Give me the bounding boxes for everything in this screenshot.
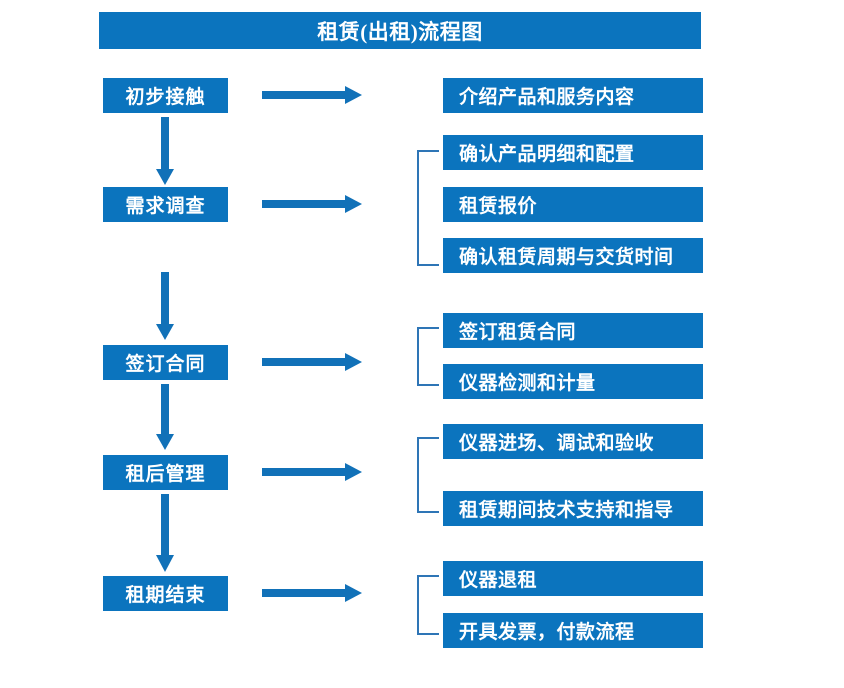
stage-node-1[interactable]: 初步接触: [103, 78, 228, 113]
stage-node-3[interactable]: 签订合同: [103, 345, 228, 380]
right-arrow-icon: [262, 84, 362, 106]
page-title: 租赁(出租)流程图: [99, 12, 701, 49]
stage-node-2[interactable]: 需求调查: [103, 187, 228, 222]
detail-box-label: 租赁报价: [459, 196, 538, 217]
stage-node-label: 初步接触: [125, 87, 206, 108]
down-arrow-icon: [154, 494, 176, 572]
detail-box-label: 签订租赁合同: [459, 322, 577, 343]
down-arrow-icon: [154, 117, 176, 185]
group-bracket-icon: [417, 150, 439, 266]
group-bracket-icon: [417, 327, 439, 386]
detail-box-1[interactable]: 介绍产品和服务内容: [443, 78, 703, 113]
detail-box-6[interactable]: 仪器检测和计量: [443, 364, 703, 399]
stage-node-4[interactable]: 租后管理: [103, 455, 228, 490]
group-bracket-icon: [417, 437, 439, 513]
stage-node-label: 签订合同: [125, 354, 206, 375]
down-arrow-icon: [154, 272, 176, 340]
detail-box-2[interactable]: 确认产品明细和配置: [443, 135, 703, 170]
right-arrow-icon: [262, 461, 362, 483]
group-bracket-icon: [417, 575, 439, 635]
detail-box-9[interactable]: 仪器退租: [443, 561, 703, 596]
right-arrow-icon: [262, 193, 362, 215]
detail-box-label: 仪器进场、调试和验收: [459, 433, 655, 454]
detail-box-label: 仪器退租: [459, 570, 538, 591]
detail-box-label: 确认产品明细和配置: [459, 144, 635, 165]
detail-box-5[interactable]: 签订租赁合同: [443, 313, 703, 348]
stage-node-label: 租期结束: [125, 585, 206, 606]
detail-box-label: 租赁期间技术支持和指导: [459, 500, 674, 521]
detail-box-10[interactable]: 开具发票，付款流程: [443, 613, 703, 648]
detail-box-8[interactable]: 租赁期间技术支持和指导: [443, 491, 703, 526]
detail-box-7[interactable]: 仪器进场、调试和验收: [443, 424, 703, 459]
right-arrow-icon: [262, 351, 362, 373]
stage-node-label: 需求调查: [125, 196, 206, 217]
stage-node-label: 租后管理: [125, 464, 206, 485]
detail-box-3[interactable]: 租赁报价: [443, 187, 703, 222]
down-arrow-icon: [154, 384, 176, 450]
detail-box-label: 开具发票，付款流程: [459, 622, 635, 643]
detail-box-label: 确认租赁周期与交货时间: [459, 247, 674, 268]
detail-box-label: 介绍产品和服务内容: [459, 87, 635, 108]
stage-node-5[interactable]: 租期结束: [103, 576, 228, 611]
detail-box-label: 仪器检测和计量: [459, 373, 596, 394]
detail-box-4[interactable]: 确认租赁周期与交货时间: [443, 238, 703, 273]
right-arrow-icon: [262, 582, 362, 604]
